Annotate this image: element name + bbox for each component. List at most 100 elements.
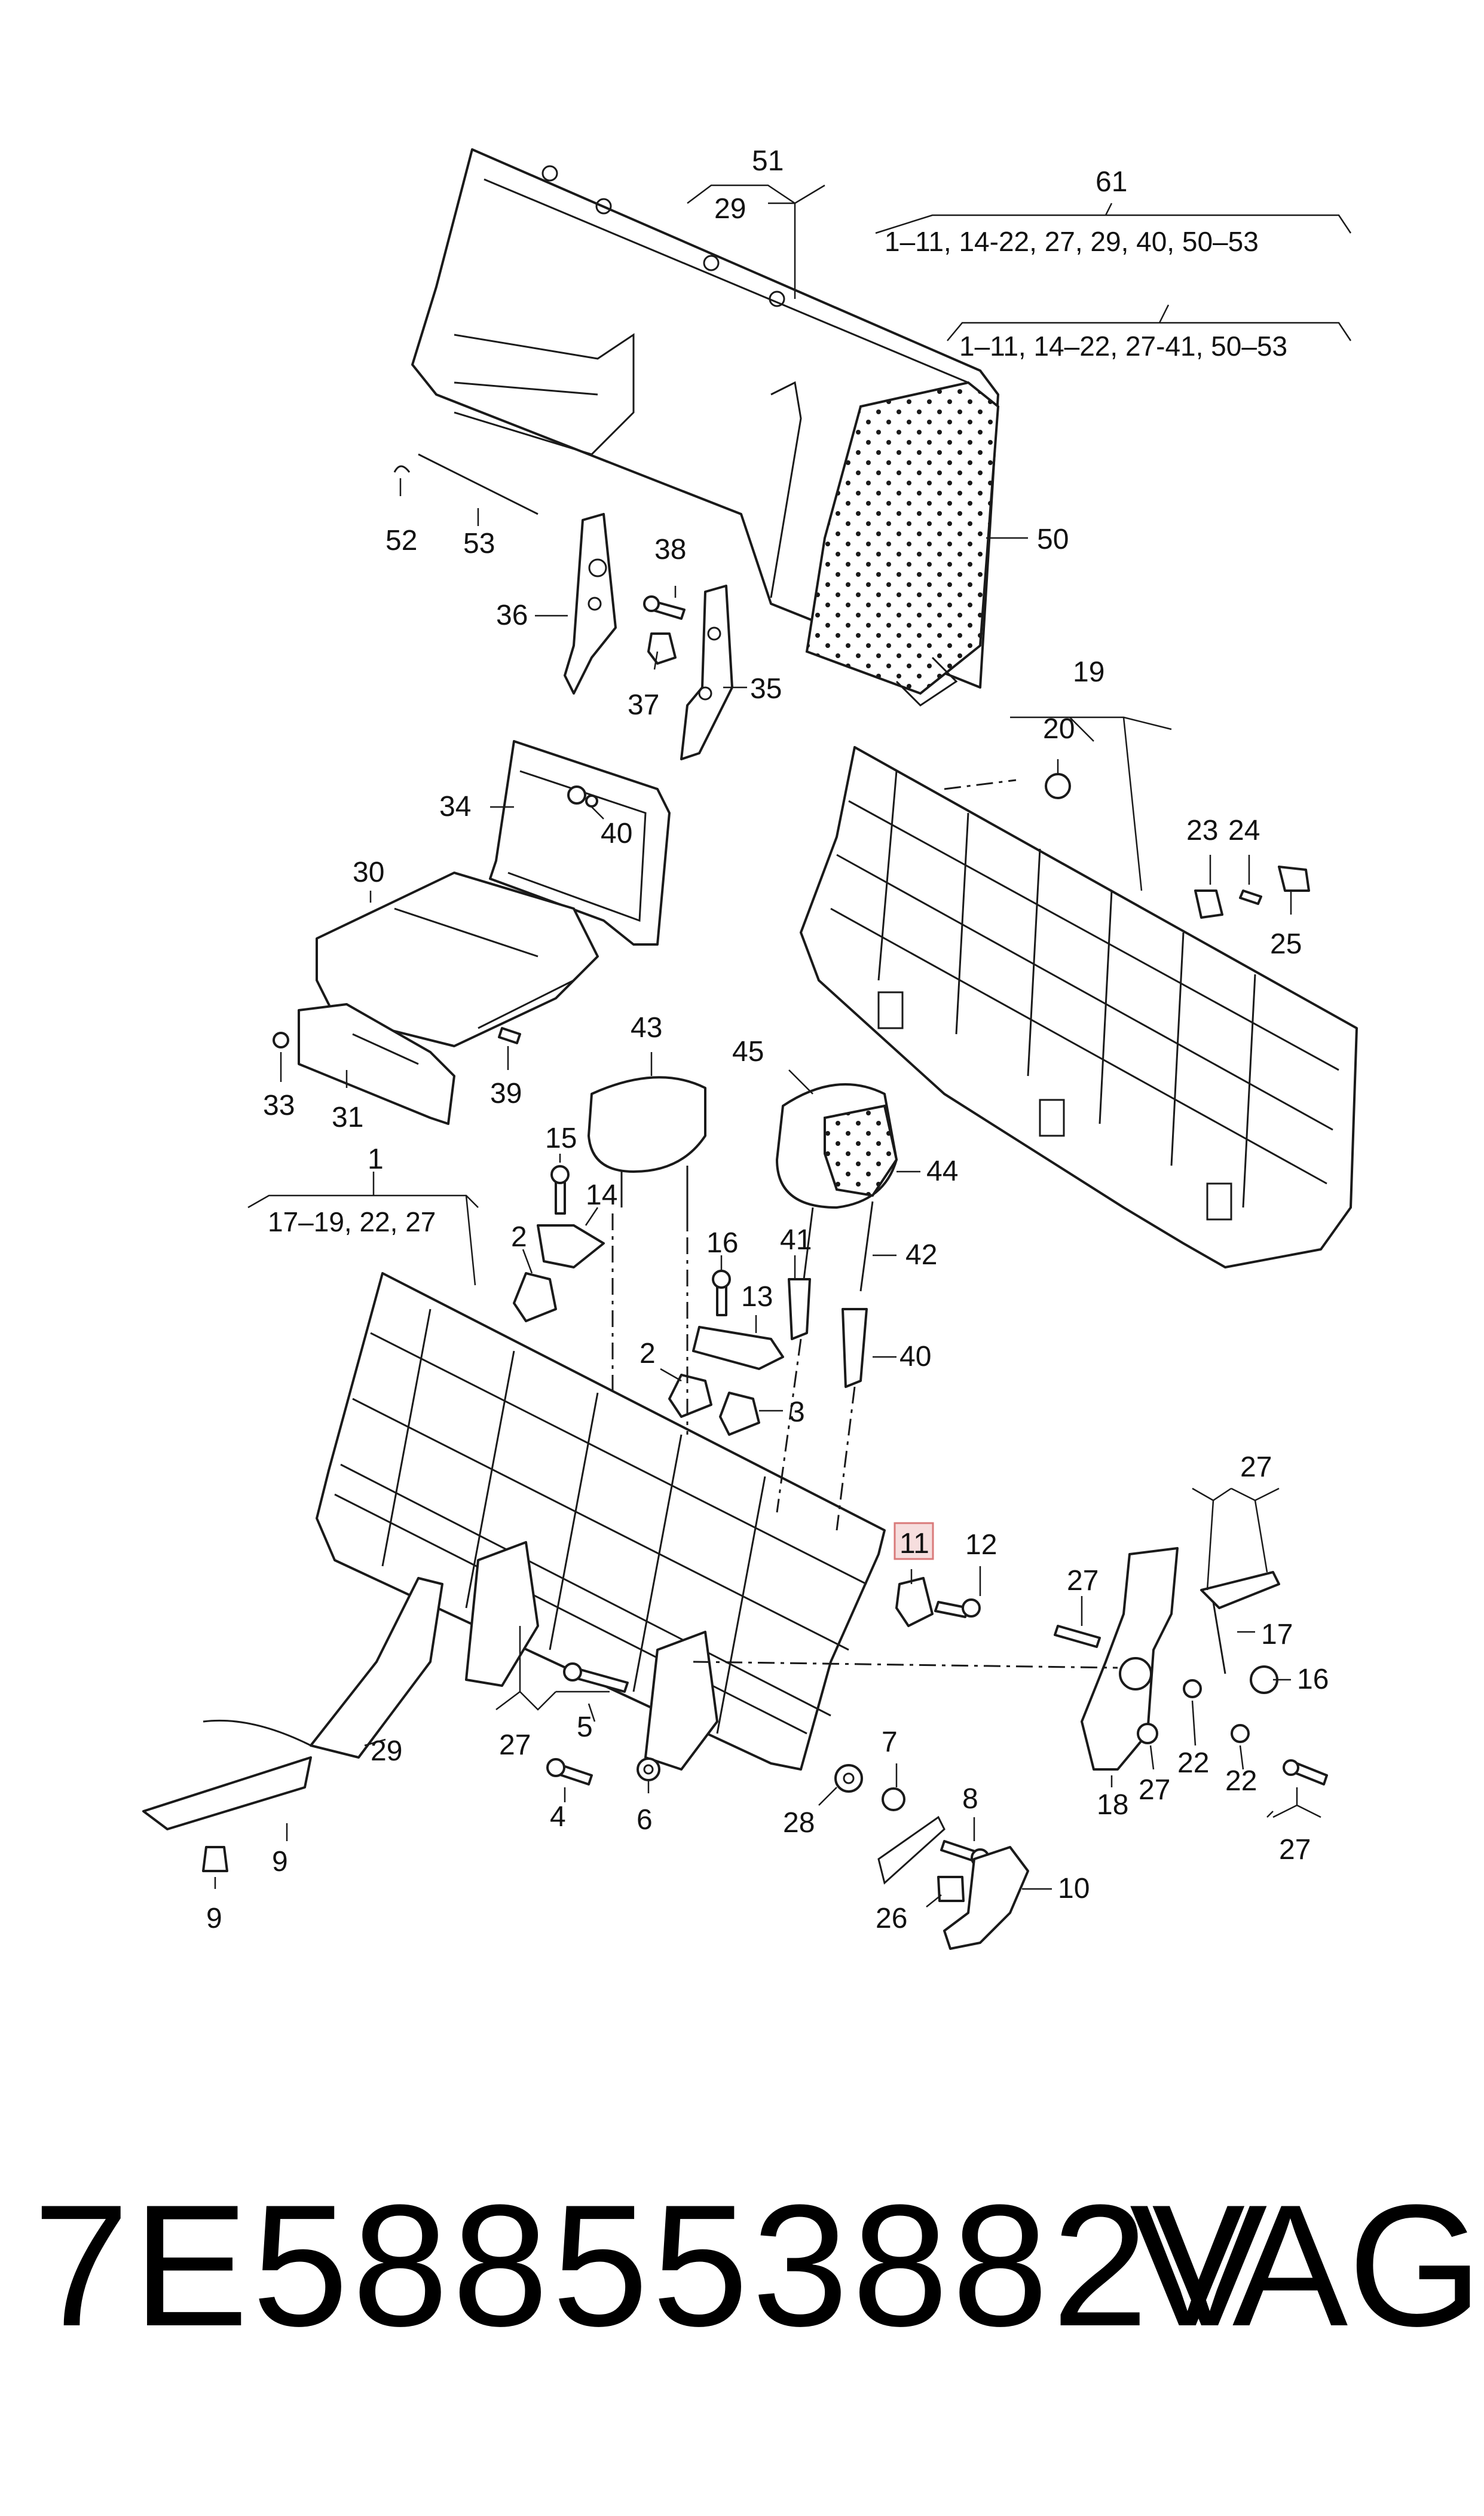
alignment-lines (611, 779, 1118, 1669)
callout-1: 1 (368, 1144, 384, 1175)
callout-labels: 51 29 61 1–11, 14-22, 27, 29, 40, 50–53 … (206, 145, 1329, 1934)
bracket-2a (513, 1272, 557, 1322)
armrest-pan-31 (298, 1003, 455, 1125)
washer-22b (1231, 1724, 1250, 1743)
part-number: 7E588553882V (33, 2169, 1271, 2362)
washer-27-lower (1137, 1723, 1158, 1744)
callout-7: 7 (882, 1726, 898, 1758)
clip-36 (647, 632, 677, 665)
screw-16a (550, 1165, 570, 1215)
screw-32 (273, 1032, 289, 1048)
callout-35: 36 (496, 600, 528, 631)
callout-32: 33 (263, 1090, 295, 1121)
lever-18 (1200, 1571, 1280, 1674)
callout-26: 26 (876, 1903, 907, 1934)
clip-26 (937, 1876, 965, 1902)
callout-17: 16 (1297, 1664, 1329, 1695)
footer: 7E588553882V VAG (0, 2176, 1484, 2355)
callout-16a: 15 (545, 1123, 577, 1154)
screw-13 (934, 1598, 981, 1618)
cover-29 (310, 1577, 443, 1759)
callout-24: 24 (1228, 815, 1260, 846)
highlight-box-12 (894, 1522, 934, 1560)
clip-23 (1194, 889, 1223, 919)
callout-33: 34 (439, 791, 471, 823)
callout-45: 45 (732, 1036, 764, 1068)
bracket-14 (692, 1326, 784, 1370)
nut-6 (637, 1757, 660, 1781)
upper-backrest-frame (411, 148, 1000, 707)
callout-2a: 2 (511, 1221, 527, 1253)
callout-12: 11 (899, 1528, 929, 1560)
callout-2b: 2 (640, 1338, 656, 1369)
diagram-canvas: 51 29 61 1–11, 14-22, 27, 29, 40, 50–53 … (142, 145, 1358, 1950)
hinge-plate-19 (1081, 1547, 1179, 1771)
headrest-45 (776, 1083, 898, 1209)
headrest-42 (588, 1076, 706, 1231)
leader-lines (214, 184, 1352, 1907)
callout-50: 50 (1037, 524, 1069, 555)
callout-18: 17 (1261, 1619, 1293, 1650)
callout-53: 53 (463, 528, 495, 560)
callout-15: 14 (586, 1179, 617, 1211)
callout-27-hinge: 27 (1240, 1451, 1272, 1483)
callout-3: 3 (789, 1396, 805, 1428)
callout-8: 8 (962, 1783, 978, 1815)
hinge-bracket-34 (680, 585, 733, 760)
callout-22b: 22 (1225, 1765, 1257, 1797)
callout-44: 44 (926, 1155, 958, 1187)
guide-sleeve-40 (842, 1308, 868, 1388)
callout-25: 25 (1270, 928, 1302, 960)
bolt-5 (563, 1662, 629, 1693)
washer-28 (834, 1764, 863, 1793)
callout-27-washer: 27 (1139, 1774, 1170, 1806)
callout-5: 5 (577, 1711, 593, 1743)
bolt-27-top (1054, 1625, 1101, 1648)
callout-51: 51 (752, 145, 784, 177)
callout-23: 23 (1186, 815, 1218, 846)
callout-60: 61 (1096, 166, 1127, 198)
screw-38 (498, 1027, 521, 1044)
bolt-27-right (1283, 1759, 1328, 1786)
callout-20: 19 (1073, 656, 1104, 688)
cover-bracket (877, 1815, 946, 1885)
group-label-61: 1–11, 14–22, 27-41, 50–53 (959, 331, 1287, 362)
callout-30: 30 (353, 857, 384, 888)
screw-37 (643, 595, 686, 620)
trim-clip-52 (393, 465, 411, 473)
armrest-cushion-30 (316, 872, 599, 1047)
guide-sleeve-41 (788, 1278, 811, 1340)
callout-38: 39 (490, 1078, 522, 1109)
callout-42: 43 (631, 1012, 662, 1044)
bracket-15 (537, 1224, 605, 1268)
callout-14: 13 (741, 1281, 773, 1313)
callout-39: 40 (601, 818, 632, 849)
callout-6: 6 (637, 1804, 653, 1836)
callout-10: 9 (272, 1846, 288, 1878)
lower-backrest-frame-1 (316, 1272, 886, 1771)
callout-27-bolt: 27 (1067, 1565, 1099, 1597)
callout-13: 12 (965, 1529, 997, 1561)
release-lever-10 (142, 1719, 312, 1830)
group-label-1: 17–19, 22, 27 (268, 1206, 436, 1237)
group-label-60: 1–11, 14-22, 27, 29, 40, 50–53 (885, 226, 1259, 257)
clip-25 (1278, 866, 1310, 892)
callout-16b: 16 (706, 1227, 738, 1259)
callout-29-top: 29 (714, 193, 746, 225)
clip-21 (1045, 773, 1071, 799)
callout-27-lower: 27 (1279, 1834, 1311, 1866)
brand-name: VAG (1130, 2169, 1483, 2362)
bolt-4 (546, 1758, 593, 1786)
callout-36: 37 (628, 689, 659, 721)
bracket-2b (668, 1374, 712, 1418)
callout-19: 18 (1097, 1789, 1128, 1821)
bracket-3 (719, 1392, 760, 1436)
bushing-7 (882, 1787, 905, 1811)
callout-29-cover: 29 (371, 1735, 402, 1767)
callout-27-left: 27 (499, 1729, 531, 1761)
callout-34: 35 (750, 673, 782, 705)
screw-16b (712, 1270, 731, 1316)
callout-40: 40 (899, 1341, 931, 1372)
callout-4: 4 (550, 1801, 566, 1833)
